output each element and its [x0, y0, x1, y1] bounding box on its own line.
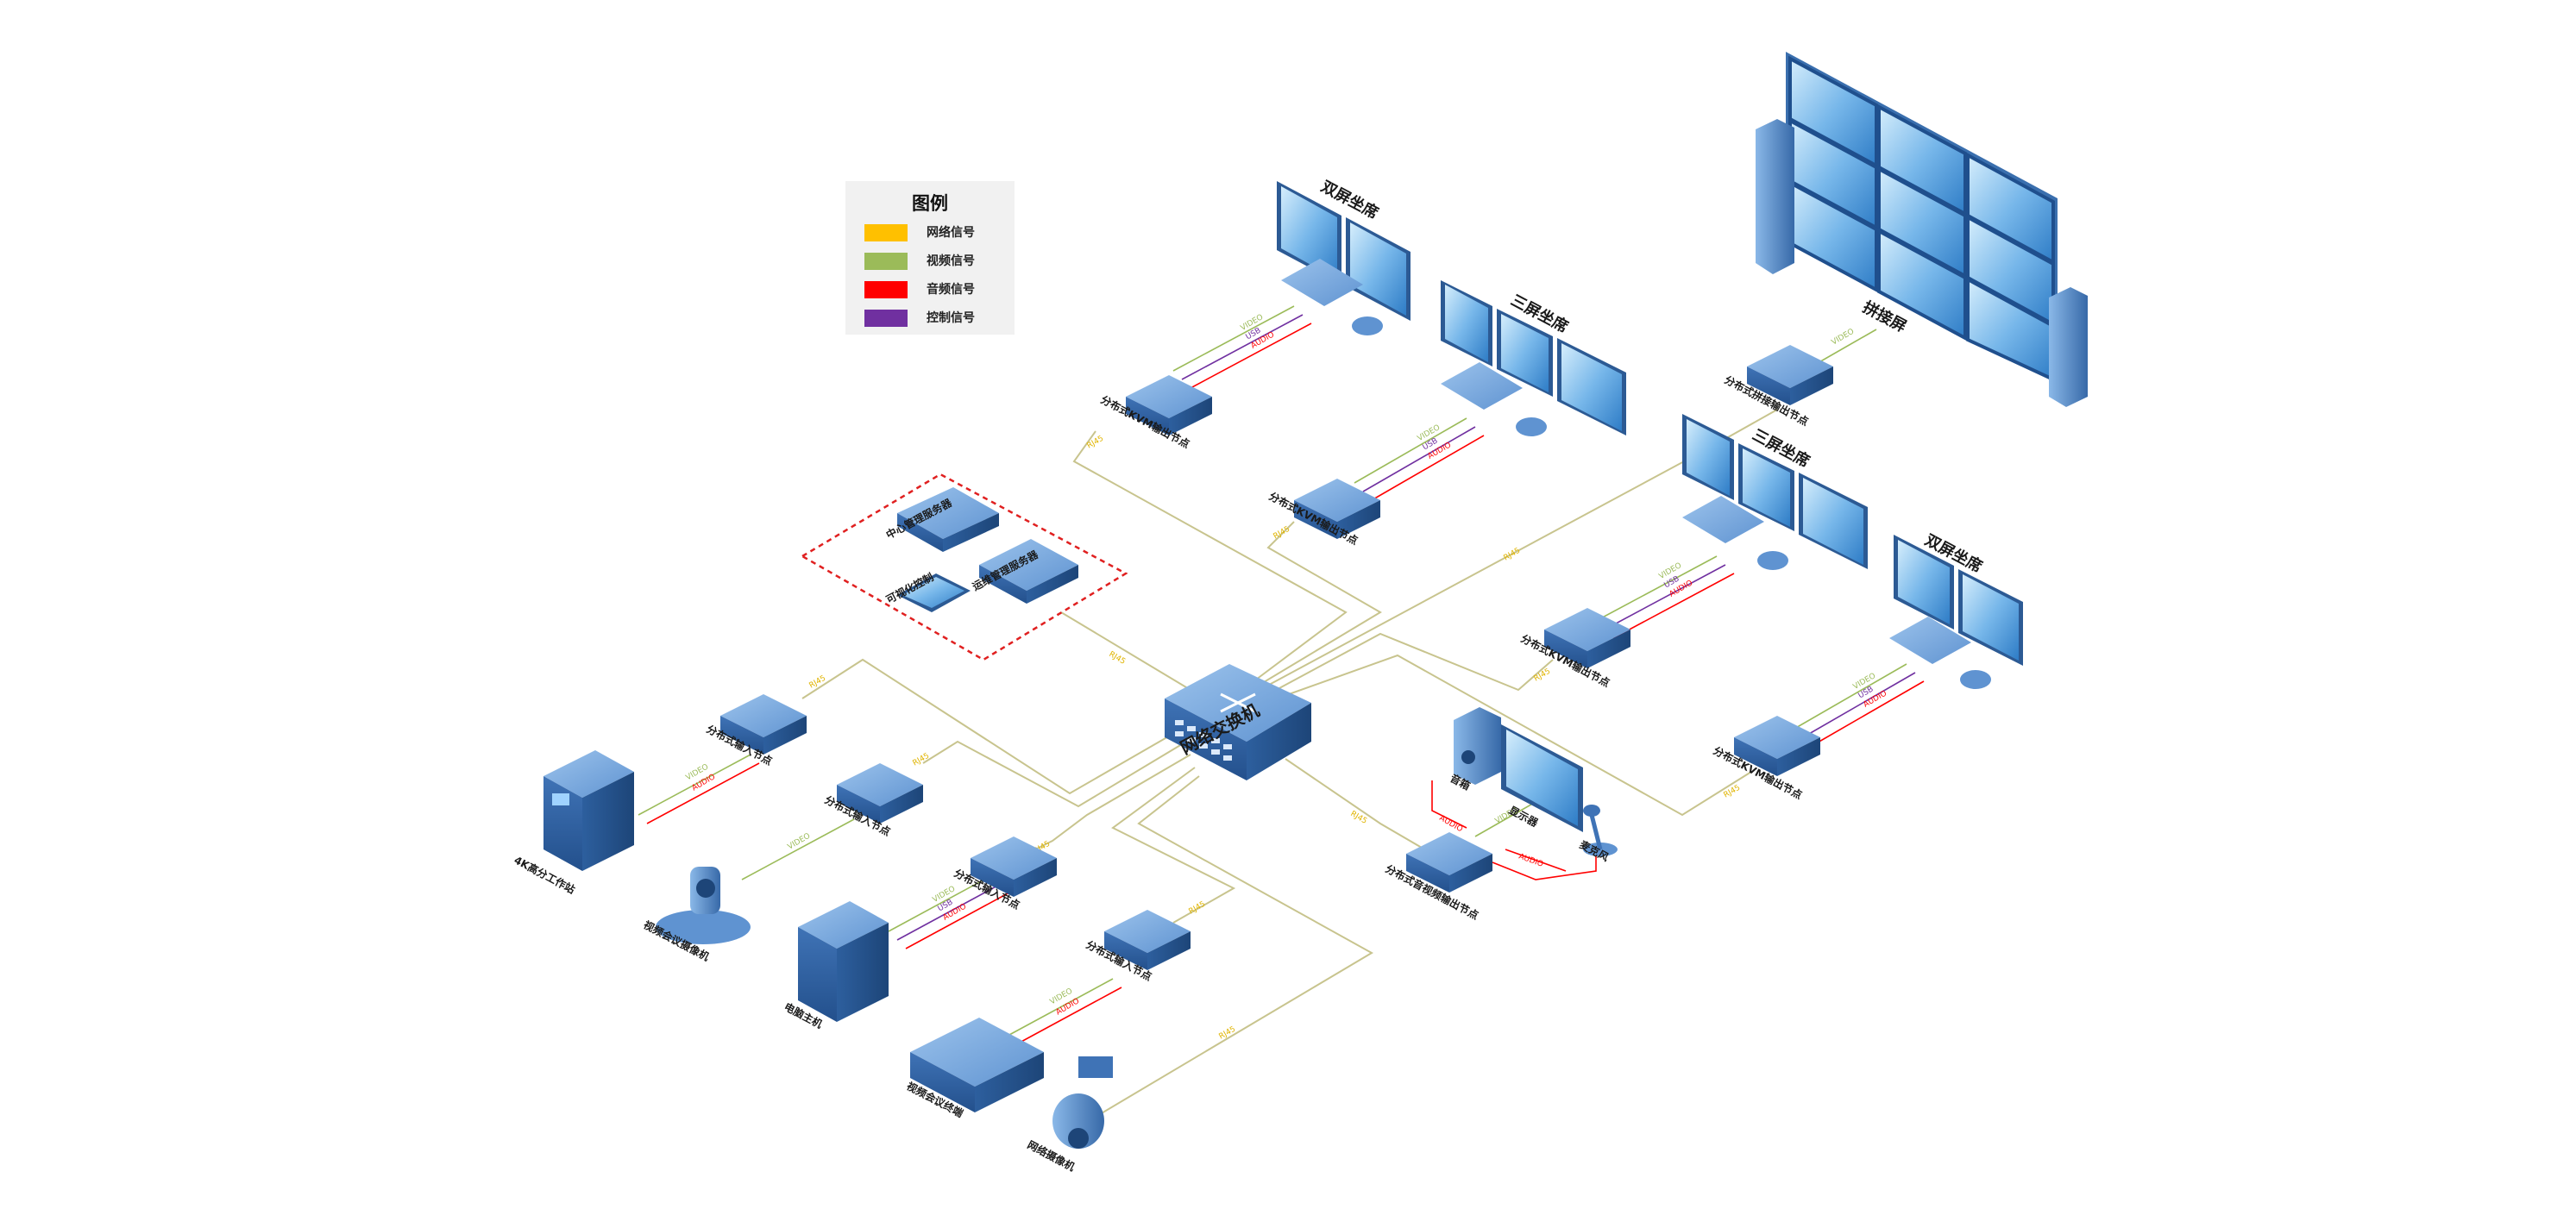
visual-control-tablet [897, 573, 971, 612]
splice-out-node [1747, 345, 1833, 405]
rj45-tag: RJ45 [1533, 667, 1553, 684]
kvm-out-node-4 [1734, 716, 1820, 776]
seat-dual-right [1889, 535, 2023, 689]
audio-tag: AUDIO [1517, 852, 1544, 868]
mouse-icon [1757, 551, 1788, 570]
bundle-splice-out [1811, 329, 1877, 367]
keyboard-icon [1441, 362, 1523, 410]
rj45-tag: RJ45 [1723, 784, 1743, 800]
rj45-tag: RJ45 [1272, 525, 1292, 542]
av-out-node [1406, 832, 1492, 893]
link-switch-in-node-4 [1111, 767, 1236, 924]
bundle-kvm-out-4 [1794, 663, 1925, 747]
bundle-in-node-3 [888, 874, 1010, 949]
link-switch-kvm-out-1 [1072, 430, 1348, 691]
left-speaker-icon [1756, 119, 1794, 274]
legend-label: 网络信号 [927, 226, 975, 240]
link-switch-net-camera [1095, 775, 1374, 1118]
control-group-border [800, 473, 1128, 661]
in-node-2 [837, 763, 923, 824]
seat-triple-right [1682, 414, 1868, 570]
bundle-in-node-4 [1008, 978, 1122, 1044]
signal-bundles [638, 305, 1925, 1044]
legend-label: 音频信号 [927, 283, 975, 297]
in-node-4 [1104, 910, 1191, 970]
rj45-tag: RJ45 [912, 752, 932, 768]
link-switch-kvm-out-2 [1250, 521, 1382, 691]
legend-swatch [864, 310, 908, 327]
link-switch-in-node-2 [922, 740, 1187, 808]
legend: 图例 网络信号 视频信号 音频信号 控制信号 [845, 181, 1015, 335]
rj45-tag: RJ45 [1108, 650, 1128, 667]
rj45-tag: RJ45 [1349, 810, 1369, 826]
keyboard-icon [1889, 617, 1971, 664]
video-wall [1756, 52, 2088, 407]
seat-dual-top [1277, 181, 1411, 335]
rj45-tag: RJ45 [1188, 900, 1208, 917]
keyboard-icon [1682, 496, 1764, 543]
kvm-out-node-2 [1294, 479, 1380, 539]
mouse-icon [1352, 316, 1383, 335]
seat-triple-top [1441, 280, 1626, 436]
network-camera [1052, 1056, 1113, 1149]
conference-camera [656, 867, 751, 944]
legend-swatch [864, 224, 908, 241]
bundle-in-node-1 [638, 754, 760, 824]
switch-arrows-icon [1220, 692, 1256, 713]
in-node-3 [971, 836, 1057, 897]
legend-title: 图例 [912, 193, 948, 214]
microphone-label: 麦克风 [1578, 837, 1612, 863]
mouse-icon [1960, 670, 1991, 689]
node-boxes [720, 345, 1833, 970]
rj45-tag: RJ45 [1503, 547, 1523, 563]
workstation-4k [543, 750, 634, 871]
kvm-out-node-1 [1126, 375, 1212, 435]
central-server [897, 487, 999, 552]
keyboard-icon [1281, 259, 1363, 306]
link-switch-av-out [1285, 758, 1433, 855]
bundle-av-out [1431, 780, 1597, 880]
rj45-tag: RJ45 [1086, 435, 1106, 451]
display-device [1501, 724, 1583, 832]
legend-swatch [864, 253, 908, 270]
pc-host [798, 901, 889, 1022]
network-switch [1165, 664, 1311, 780]
mouse-icon [1516, 417, 1547, 436]
bundle-kvm-out-3 [1595, 555, 1735, 639]
in-node-1 [720, 694, 807, 755]
audio-tag: AUDIO [1438, 814, 1464, 834]
ops-server [979, 539, 1078, 604]
microphone-device [1583, 805, 1618, 856]
legend-label: 视频信号 [927, 254, 975, 268]
legend-label: 控制信号 [927, 311, 975, 325]
link-switch-servers [1060, 611, 1191, 691]
bundle-in-node-2 [741, 818, 855, 880]
switch-ports [1175, 720, 1232, 761]
display-label: 显示器 [1507, 804, 1541, 830]
legend-swatch [864, 281, 908, 298]
kvm-out-node-3 [1544, 608, 1630, 668]
conference-terminal [910, 1018, 1044, 1112]
link-switch-in-node-1 [801, 658, 1183, 795]
speaker-device [1454, 707, 1501, 785]
link-switch-kvm-out-4 [1276, 654, 1752, 817]
bundle-kvm-out-2 [1354, 417, 1485, 501]
bundle-kvm-out-1 [1172, 305, 1312, 389]
link-switch-kvm-out-3 [1267, 632, 1554, 695]
right-speaker-icon [2049, 287, 2088, 407]
video-tag: VIDEO [1831, 328, 1857, 348]
